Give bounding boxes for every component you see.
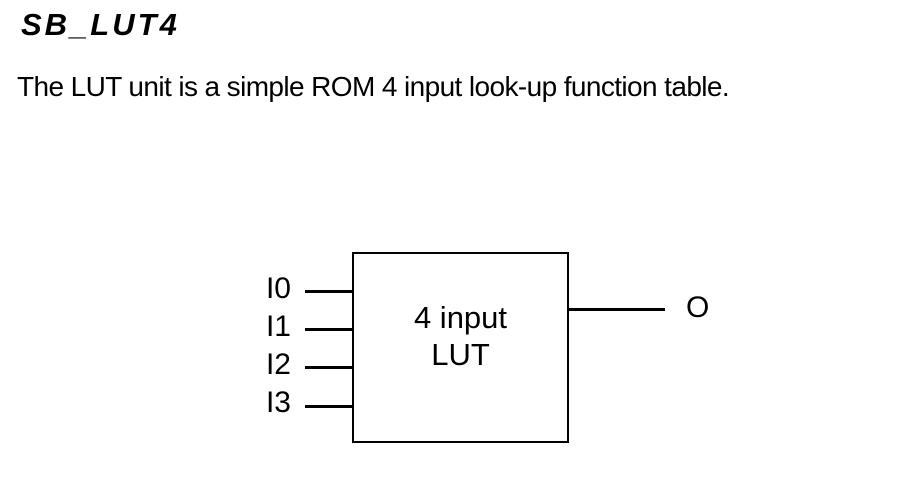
input-wire-i3: [305, 405, 352, 408]
input-label-i0: I0: [265, 272, 291, 305]
output-wire-o: [569, 308, 665, 311]
input-wire-i1: [305, 328, 352, 331]
input-label-i2: I2: [265, 348, 291, 381]
description-text: The LUT unit is a simple ROM 4 input loo…: [17, 71, 730, 102]
input-label-i1: I1: [265, 310, 291, 343]
lut-block-label-line2: LUT: [431, 337, 490, 372]
output-label-o: O: [686, 291, 710, 324]
page-title: SB_LUT4: [21, 7, 180, 42]
lut-block: 4 input LUT: [352, 252, 569, 443]
lut-block-label-line1: 4 input: [413, 300, 508, 335]
input-wire-i0: [305, 290, 352, 293]
input-wire-i2: [305, 366, 352, 369]
lut-block-label: 4 input LUT: [354, 254, 567, 373]
input-label-i3: I3: [265, 386, 291, 419]
